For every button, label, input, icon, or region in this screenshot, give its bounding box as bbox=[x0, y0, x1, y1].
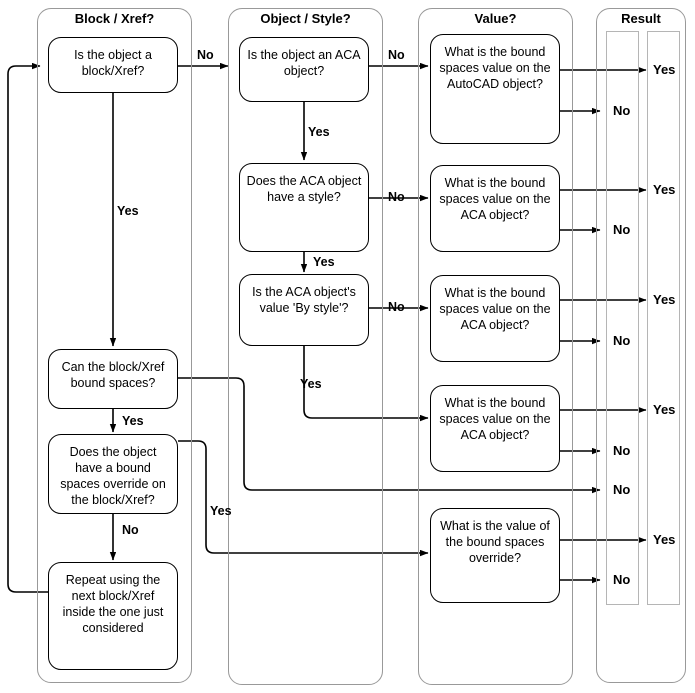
edge-label-n3-no: No bbox=[122, 523, 139, 537]
swimlane-block-xref bbox=[37, 8, 192, 683]
edge-label-n6-no: No bbox=[388, 190, 405, 204]
edge-n2-result-no bbox=[178, 377, 601, 494]
node-label: What is the bound spaces value on the AC… bbox=[439, 396, 551, 442]
result-no-5: No bbox=[613, 482, 631, 497]
result-yes-5: Yes bbox=[653, 532, 676, 547]
node-label: What is the bound spaces value on the Au… bbox=[439, 45, 551, 91]
node-is-object-aca[interactable]: Is the object an ACA object? bbox=[239, 37, 369, 102]
swimlane-object-style bbox=[228, 8, 383, 685]
result-no-3: No bbox=[613, 333, 631, 348]
node-aca-value-by-style[interactable]: Is the ACA object's value 'By style'? bbox=[239, 274, 369, 346]
swimlane-title-object-style: Object / Style? bbox=[260, 11, 351, 26]
result-lane-no bbox=[606, 31, 639, 605]
node-label: Can the block/Xref bound spaces? bbox=[61, 360, 165, 390]
node-label: What is the bound spaces value on the AC… bbox=[439, 286, 551, 332]
node-label: Is the object an ACA object? bbox=[247, 48, 361, 78]
node-label: Repeat using the next block/Xref inside … bbox=[62, 573, 164, 635]
result-yes-3: Yes bbox=[653, 292, 676, 307]
node-value-bound-spaces-override[interactable]: What is the value of the bound spaces ov… bbox=[430, 508, 560, 603]
result-yes-4: Yes bbox=[653, 402, 676, 417]
node-aca-object-has-style[interactable]: Does the ACA object have a style? bbox=[239, 163, 369, 252]
edge-n3-n12-yes bbox=[178, 440, 429, 557]
swimlane-result bbox=[596, 8, 686, 683]
node-label: Is the object a block/Xref? bbox=[74, 48, 152, 78]
node-is-object-block-xref[interactable]: Is the object a block/Xref? bbox=[48, 37, 178, 93]
edge-label-n5-yes: Yes bbox=[308, 125, 330, 139]
node-can-block-xref-bound-spaces[interactable]: Can the block/Xref bound spaces? bbox=[48, 349, 178, 409]
node-value-autocad-object[interactable]: What is the bound spaces value on the Au… bbox=[430, 34, 560, 144]
node-repeat-next-block-xref[interactable]: Repeat using the next block/Xref inside … bbox=[48, 562, 178, 670]
result-no-1: No bbox=[613, 103, 631, 118]
edge-label-n3-yes: Yes bbox=[210, 504, 232, 518]
result-no-2: No bbox=[613, 222, 631, 237]
edge-label-n1-no: No bbox=[197, 48, 214, 62]
node-value-aca-object-2[interactable]: What is the bound spaces value on the AC… bbox=[430, 275, 560, 362]
result-lane-yes bbox=[647, 31, 680, 605]
edge-label-n6-yes: Yes bbox=[313, 255, 335, 269]
result-no-4: No bbox=[613, 443, 631, 458]
node-label: Does the ACA object have a style? bbox=[246, 174, 362, 204]
edge-label-n7-yes: Yes bbox=[300, 377, 322, 391]
swimlane-value bbox=[418, 8, 573, 685]
node-label: What is the value of the bound spaces ov… bbox=[440, 519, 550, 565]
node-label: Is the ACA object's value 'By style'? bbox=[252, 285, 356, 315]
edge-n7-n11-yes bbox=[303, 346, 429, 422]
edge-label-n7-no: No bbox=[388, 300, 405, 314]
edge-label-n2-yes: Yes bbox=[122, 414, 144, 428]
node-label: Does the object have a bound spaces over… bbox=[60, 445, 166, 507]
node-label: What is the bound spaces value on the AC… bbox=[439, 176, 551, 222]
edge-label-n5-no: No bbox=[388, 48, 405, 62]
swimlane-title-result: Result bbox=[621, 11, 661, 26]
swimlane-title-block-xref: Block / Xref? bbox=[74, 11, 155, 26]
result-no-6: No bbox=[613, 572, 631, 587]
node-object-has-bound-spaces-override[interactable]: Does the object have a bound spaces over… bbox=[48, 434, 178, 514]
result-yes-2: Yes bbox=[653, 182, 676, 197]
node-value-aca-object-1[interactable]: What is the bound spaces value on the AC… bbox=[430, 165, 560, 252]
edge-repeat-to-start bbox=[7, 62, 48, 593]
swimlane-title-value: Value? bbox=[474, 11, 517, 26]
node-value-aca-object-3[interactable]: What is the bound spaces value on the AC… bbox=[430, 385, 560, 472]
result-yes-1: Yes bbox=[653, 62, 676, 77]
edge-label-n1-yes: Yes bbox=[117, 204, 139, 218]
